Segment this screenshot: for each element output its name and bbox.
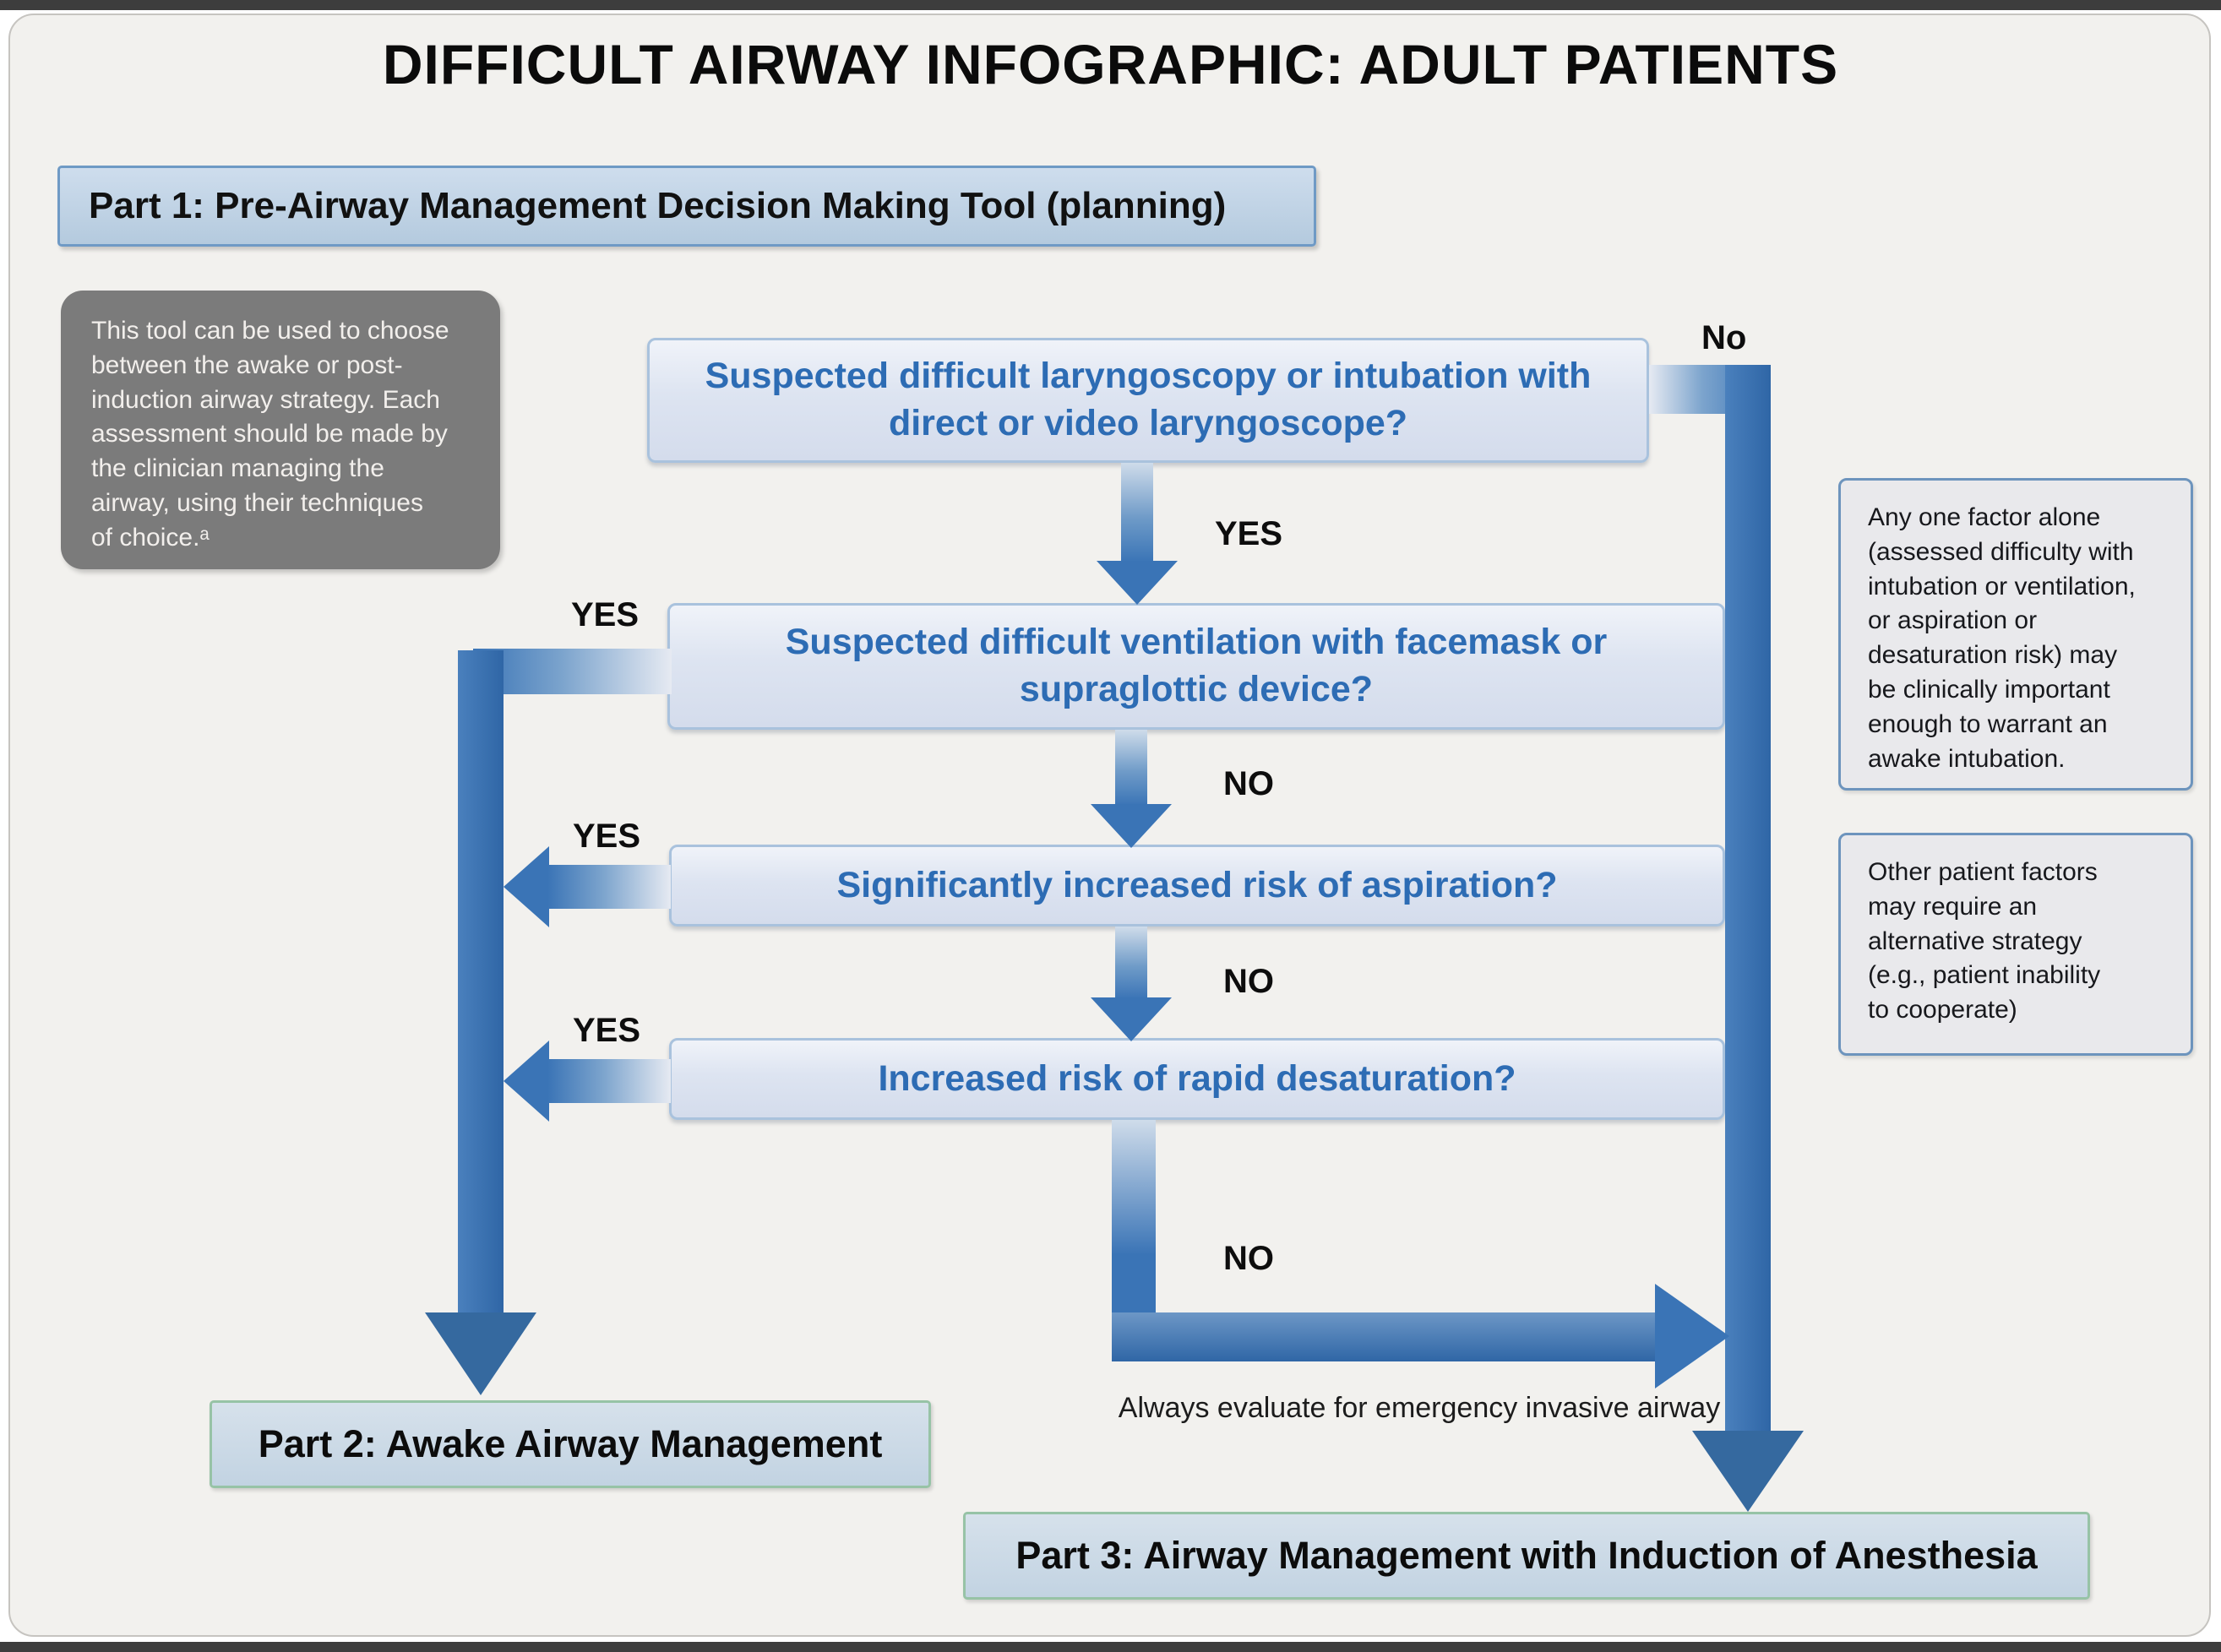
q2-no-label: NO xyxy=(1223,765,1274,802)
question-box-laryngoscopy: Suspected difficult laryngoscopy or intu… xyxy=(647,338,1649,463)
page-top-edge xyxy=(0,0,2221,10)
yes-trunk-arrowhead-icon xyxy=(425,1312,536,1395)
arrow-down-q3-q4-head-icon xyxy=(1091,997,1172,1041)
q4-no-arrowhead-icon xyxy=(1655,1284,1729,1388)
q4-no-horizontal-arrow-icon xyxy=(1112,1312,1657,1361)
page-title: DIFFICULT AIRWAY INFOGRAPHIC: ADULT PATI… xyxy=(382,33,1839,95)
q3-yes-label: YES xyxy=(573,818,641,855)
question-box-aspiration: Significantly increased risk of aspirati… xyxy=(669,845,1725,927)
question-ventilation-text: Suspected difficult ventilation with fac… xyxy=(785,622,1608,709)
q3-yes-arrow-icon xyxy=(547,865,671,909)
q4-no-descender-icon xyxy=(1112,1120,1156,1312)
question-aspiration-text: Significantly increased risk of aspirati… xyxy=(836,864,1558,905)
question-box-desaturation: Increased risk of rapid desaturation? xyxy=(669,1038,1725,1120)
part2-awake-airway-box: Part 2: Awake Airway Management xyxy=(210,1400,931,1488)
arrow-down-q2-q3-icon xyxy=(1115,730,1147,806)
part3-label: Part 3: Airway Management with Induction… xyxy=(1015,1534,2038,1577)
q3-yes-arrowhead-icon xyxy=(504,846,549,927)
question-laryngoscopy-text: Suspected difficult laryngoscopy or intu… xyxy=(705,356,1592,443)
alternative-strategy-note: Other patient factors may require an alt… xyxy=(1838,833,2193,1056)
part3-induction-box: Part 3: Airway Management with Induction… xyxy=(963,1512,2090,1600)
q4-yes-label: YES xyxy=(573,1012,641,1049)
page-bottom-edge xyxy=(0,1642,2221,1652)
part1-header-label: Part 1: Pre-Airway Management Decision M… xyxy=(89,185,1227,226)
part2-label: Part 2: Awake Airway Management xyxy=(258,1422,883,1465)
q4-no-label: NO xyxy=(1223,1240,1274,1277)
arrow-down-q1-q2-icon xyxy=(1121,463,1153,562)
q4-yes-arrowhead-icon xyxy=(504,1041,549,1122)
q2-yes-label: YES xyxy=(571,596,640,633)
q2-yes-elbow-icon xyxy=(473,649,672,694)
q1-no-label: No xyxy=(1701,319,1747,356)
q3-no-label: NO xyxy=(1223,963,1274,1000)
q4-yes-arrow-icon xyxy=(547,1059,671,1103)
no-trunk-arrow-icon xyxy=(1725,365,1771,1431)
planning-note: This tool can be used to choose between … xyxy=(61,291,500,569)
yes-trunk-arrow-icon xyxy=(458,650,504,1312)
no-trunk-arrowhead-icon xyxy=(1692,1431,1804,1512)
emergency-airway-note: Always evaluate for emergency invasive a… xyxy=(1118,1392,1721,1424)
q1-yes-label: YES xyxy=(1215,515,1283,552)
arrow-down-q2-q3-head-icon xyxy=(1091,804,1172,848)
part1-header: Part 1: Pre-Airway Management Decision M… xyxy=(57,166,1316,247)
arrow-down-q3-q4-icon xyxy=(1115,927,1147,999)
arrow-down-q1-q2-head-icon xyxy=(1097,561,1178,605)
awake-intubation-note: Any one factor alone (assessed difficult… xyxy=(1838,478,2193,791)
question-box-ventilation: Suspected difficult ventilation with fac… xyxy=(667,603,1725,730)
question-desaturation-text: Increased risk of rapid desaturation? xyxy=(878,1057,1516,1099)
